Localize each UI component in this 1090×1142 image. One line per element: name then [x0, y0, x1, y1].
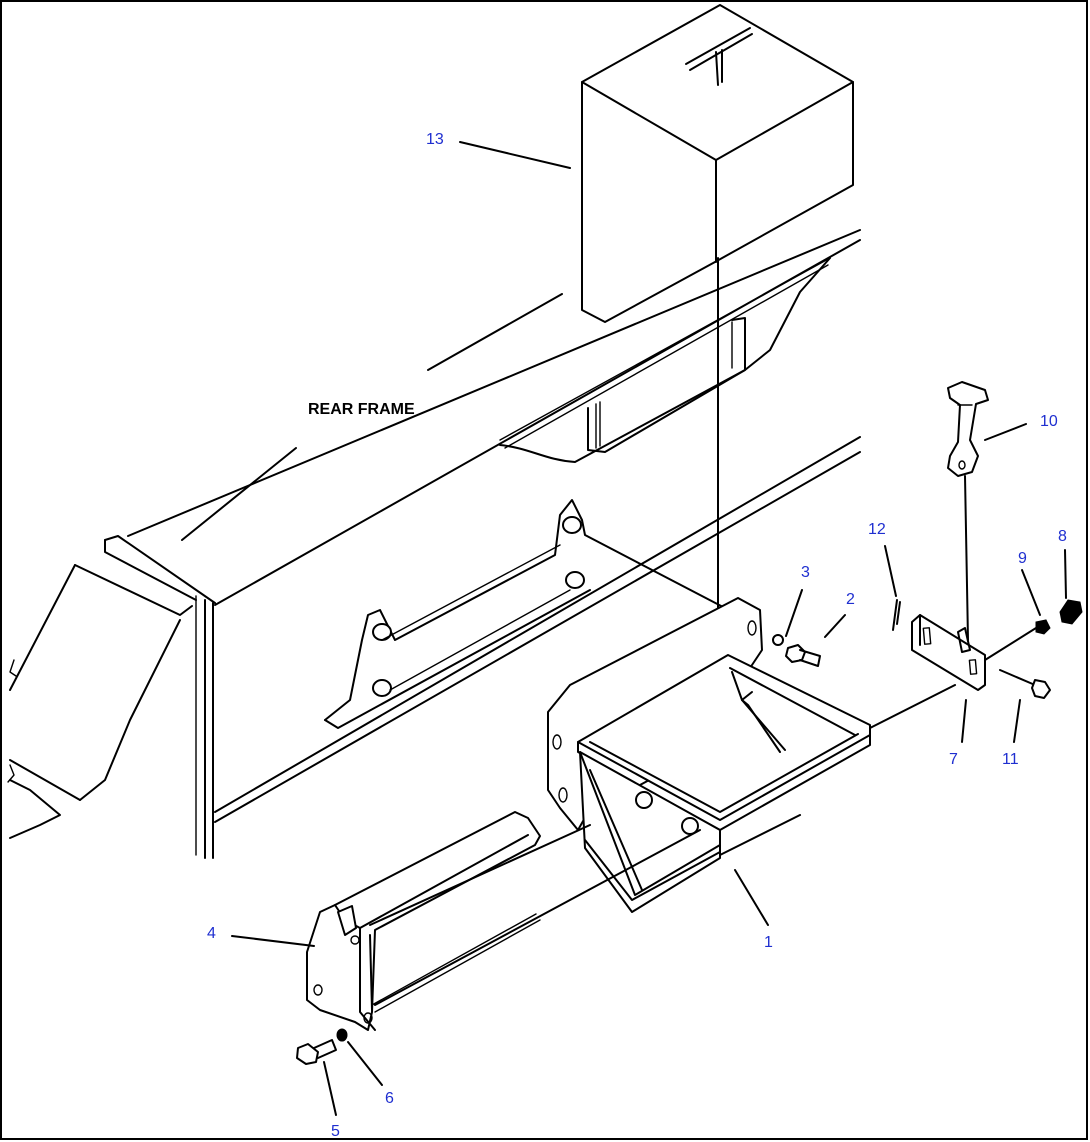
callout-2: 2	[846, 591, 855, 608]
callout-numbers: 13 10 12 8 9 3 2 7 11 1 4 6 5	[207, 131, 1067, 1140]
part-7-plate	[911, 614, 986, 691]
rear-frame	[7, 229, 861, 859]
part-1-bracket	[547, 597, 871, 913]
callout-12: 12	[868, 521, 886, 538]
part-6-washer	[336, 1028, 348, 1042]
callout-10: 10	[1040, 413, 1058, 430]
callout-8: 8	[1058, 528, 1067, 545]
callout-1: 1	[764, 934, 773, 951]
part-4-cover	[306, 811, 541, 1031]
callout-6: 6	[385, 1090, 394, 1107]
part-13-box	[581, 4, 854, 323]
callout-4: 4	[207, 925, 216, 942]
callout-3: 3	[801, 564, 810, 581]
callout-9: 9	[1018, 550, 1027, 567]
leader-lines	[231, 141, 1067, 1116]
part-3-washer	[772, 634, 784, 646]
rear-frame-label: REAR FRAME	[308, 401, 415, 418]
alignment-line-cover-upper	[369, 824, 591, 926]
part-12-pin	[892, 599, 901, 631]
part-8-knob	[1059, 599, 1083, 625]
part-2-bolt	[785, 644, 821, 667]
callout-11: 11	[1002, 751, 1019, 768]
alignment-line-cover	[374, 829, 701, 1006]
alignment-line-latch	[984, 627, 1037, 661]
part-11-bolt	[999, 669, 1051, 699]
callout-5: 5	[331, 1123, 340, 1140]
callout-7: 7	[949, 751, 958, 768]
alignment-line-plate	[869, 684, 956, 729]
part-5-bolt	[296, 1039, 337, 1065]
callout-13: 13	[426, 131, 444, 148]
part-10-latch	[947, 381, 989, 641]
part-9-nut	[1035, 619, 1051, 635]
